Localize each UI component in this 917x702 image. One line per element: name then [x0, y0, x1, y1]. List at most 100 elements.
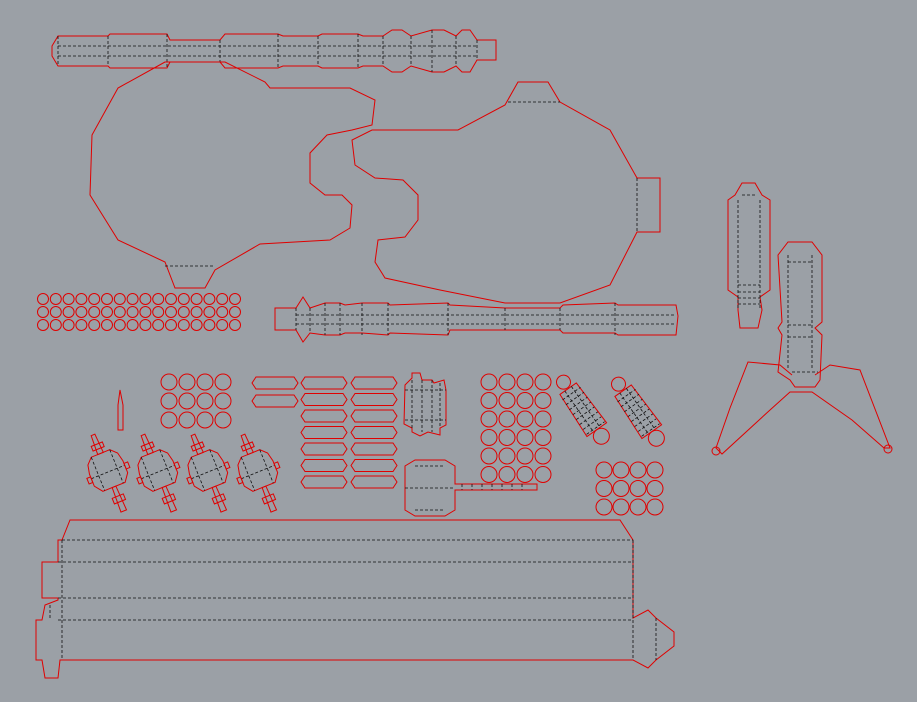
disc-piece[interactable]	[126, 306, 139, 318]
slot-piece[interactable]	[350, 442, 398, 456]
disc-piece[interactable]	[177, 293, 190, 305]
disc-piece[interactable]	[49, 293, 62, 305]
disc-piece[interactable]	[480, 373, 498, 391]
disc-piece[interactable]	[101, 293, 113, 305]
disc-piece[interactable]	[612, 461, 630, 479]
disc-piece[interactable]	[516, 447, 534, 465]
disc-piece[interactable]	[498, 429, 516, 446]
cylinder-net[interactable]	[403, 372, 447, 437]
disc-piece[interactable]	[62, 306, 75, 318]
disc-piece[interactable]	[612, 480, 630, 497]
disc-piece[interactable]	[480, 447, 498, 465]
disc-piece[interactable]	[480, 429, 498, 446]
disc-piece[interactable]	[113, 319, 126, 331]
disc-piece[interactable]	[203, 293, 216, 305]
disc-piece[interactable]	[152, 293, 165, 305]
slot-piece[interactable]	[350, 393, 398, 406]
disc-piece[interactable]	[113, 306, 126, 318]
disc-piece[interactable]	[88, 306, 101, 318]
disc-piece[interactable]	[646, 498, 664, 516]
disc-piece[interactable]	[498, 373, 516, 391]
hull-right-panel[interactable]	[351, 81, 661, 304]
slot-piece[interactable]	[300, 409, 348, 423]
disc-piece[interactable]	[498, 410, 516, 428]
disc-piece[interactable]	[88, 319, 101, 331]
disc-piece[interactable]	[216, 306, 229, 318]
disc-piece[interactable]	[534, 373, 552, 391]
disc-piece[interactable]	[160, 373, 178, 391]
disc-piece[interactable]	[498, 392, 516, 409]
slot-piece[interactable]	[300, 475, 348, 489]
disc-piece[interactable]	[160, 392, 178, 410]
disc-piece[interactable]	[595, 498, 613, 516]
disc-piece[interactable]	[126, 293, 139, 305]
disc-piece[interactable]	[612, 498, 630, 516]
thruster-unit[interactable]	[123, 427, 195, 520]
disc-piece[interactable]	[534, 466, 552, 483]
disc-piece[interactable]	[229, 319, 241, 331]
disc-piece[interactable]	[516, 466, 534, 483]
disc-piece[interactable]	[177, 306, 190, 318]
disc-piece[interactable]	[629, 480, 647, 497]
slot-piece[interactable]	[350, 376, 398, 390]
disc-piece[interactable]	[516, 410, 534, 428]
disc-piece[interactable]	[177, 319, 190, 331]
disc-piece[interactable]	[139, 306, 152, 318]
spike-marker[interactable]	[117, 389, 124, 431]
tower-piece-tall[interactable]	[777, 241, 823, 388]
disc-piece[interactable]	[196, 392, 214, 410]
disc-piece[interactable]	[37, 293, 49, 305]
disc-piece[interactable]	[534, 392, 552, 409]
slot-piece[interactable]	[300, 426, 348, 439]
disc-piece[interactable]	[595, 461, 613, 479]
disc-piece[interactable]	[152, 319, 165, 331]
disc-piece[interactable]	[160, 411, 178, 429]
hull-left-panel[interactable]	[89, 61, 376, 289]
disc-piece[interactable]	[37, 319, 49, 331]
slot-piece[interactable]	[300, 393, 348, 406]
disc-piece[interactable]	[178, 373, 196, 391]
disc-piece[interactable]	[480, 410, 498, 428]
disc-piece[interactable]	[629, 461, 647, 479]
disc-piece[interactable]	[178, 411, 196, 429]
disc-piece[interactable]	[75, 293, 88, 305]
disc-piece[interactable]	[534, 429, 552, 446]
disc-piece[interactable]	[152, 306, 165, 318]
thruster-assemblies[interactable]	[73, 427, 295, 520]
disc-piece[interactable]	[178, 392, 196, 410]
disc-piece[interactable]	[203, 319, 216, 331]
disc-piece[interactable]	[165, 293, 177, 305]
disc-piece[interactable]	[62, 293, 75, 305]
circle-disc-grid-small[interactable]	[595, 461, 664, 516]
disc-piece[interactable]	[480, 392, 498, 409]
disc-piece[interactable]	[62, 319, 75, 331]
slot-piece[interactable]	[251, 394, 299, 408]
disc-piece[interactable]	[516, 392, 534, 409]
hammer-piece[interactable]	[404, 459, 538, 517]
thruster-unit[interactable]	[173, 427, 245, 520]
disc-piece[interactable]	[101, 319, 113, 331]
disc-piece[interactable]	[49, 306, 62, 318]
slot-piece[interactable]	[350, 459, 398, 472]
disc-piece[interactable]	[190, 306, 203, 318]
disc-piece[interactable]	[190, 319, 203, 331]
disc-piece[interactable]	[49, 319, 62, 331]
disc-piece[interactable]	[595, 480, 613, 497]
disc-piece[interactable]	[126, 319, 139, 331]
disc-piece[interactable]	[196, 373, 214, 391]
disc-piece[interactable]	[646, 461, 664, 479]
circle-disc-grid-left[interactable]	[37, 293, 241, 331]
slot-piece[interactable]	[350, 475, 398, 489]
disc-piece[interactable]	[216, 293, 229, 305]
slot-piece[interactable]	[350, 426, 398, 439]
middle-barrel-strip[interactable]	[274, 296, 679, 343]
disc-piece[interactable]	[113, 293, 126, 305]
thruster-unit[interactable]	[73, 427, 145, 520]
top-barrel-strip[interactable]	[51, 29, 497, 73]
disc-piece[interactable]	[629, 498, 647, 516]
slot-piece[interactable]	[300, 376, 348, 390]
disc-piece[interactable]	[498, 447, 516, 465]
disc-piece[interactable]	[88, 293, 101, 305]
disc-piece[interactable]	[75, 306, 88, 318]
